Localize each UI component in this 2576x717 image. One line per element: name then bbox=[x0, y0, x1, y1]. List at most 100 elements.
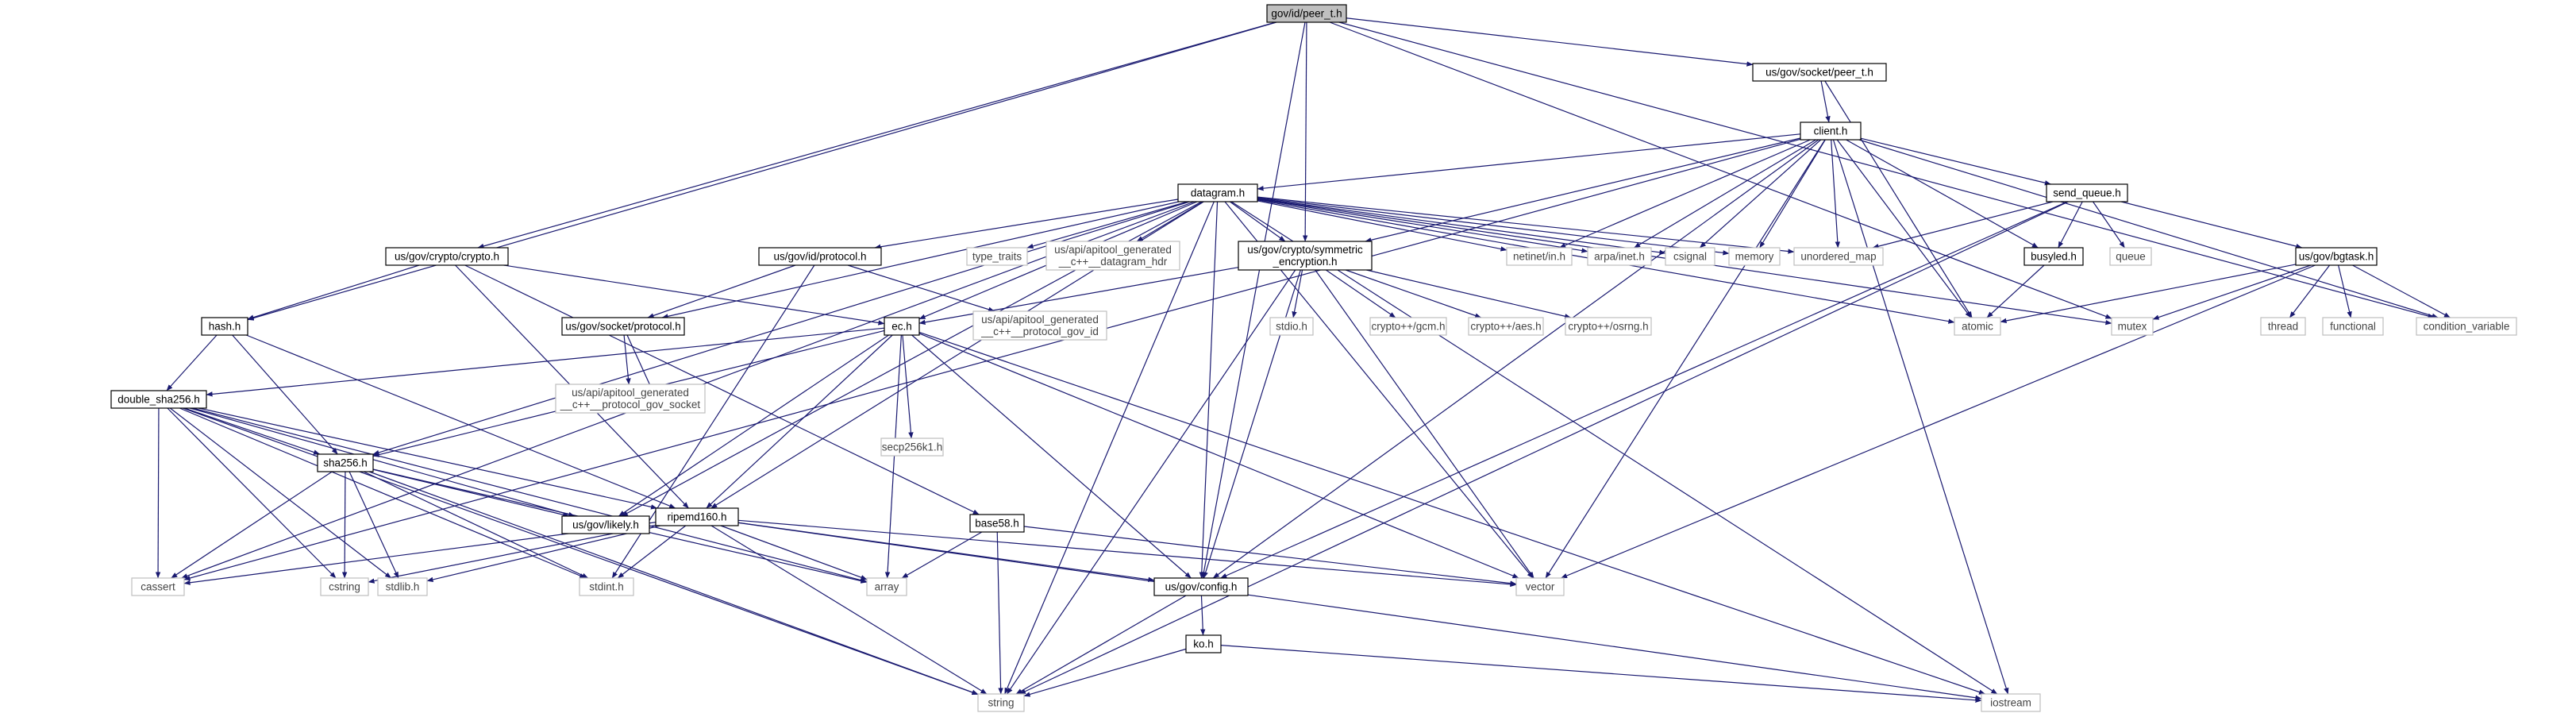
node-box bbox=[1665, 247, 1715, 266]
node-client[interactable]: client.h bbox=[1800, 121, 1862, 141]
node-cstring: cstring bbox=[320, 577, 369, 596]
edge-client-to-datagram bbox=[1257, 133, 1801, 191]
node-iostream: iostream bbox=[1981, 693, 2041, 712]
edge-ec-to-likely bbox=[618, 334, 889, 517]
node-thread: thread bbox=[2260, 317, 2306, 336]
node-box bbox=[320, 577, 369, 596]
edge-hash-to-ripemd bbox=[246, 334, 676, 509]
node-label: crypto++/gcm.h bbox=[1371, 321, 1445, 333]
node-label: client.h bbox=[1814, 125, 1848, 137]
node-ko[interactable]: ko.h bbox=[1185, 634, 1222, 653]
edge-base58-to-vector bbox=[1023, 526, 1517, 586]
node-crypto[interactable]: us/gov/crypto/crypto.h bbox=[385, 247, 509, 266]
edge-symenc-to-aes bbox=[1345, 269, 1482, 318]
node-label: type_traits bbox=[972, 251, 1022, 263]
node-box bbox=[377, 577, 428, 596]
node-label: _encryption.h bbox=[1272, 256, 1337, 268]
edge-crypto-to-ec bbox=[503, 264, 885, 326]
node-datagram[interactable]: datagram.h bbox=[1177, 183, 1258, 202]
node-ec[interactable]: ec.h bbox=[884, 317, 920, 336]
node-string: string bbox=[977, 693, 1025, 712]
node-send_queue[interactable]: send_queue.h bbox=[2046, 183, 2128, 202]
edge-client-to-iostream bbox=[1832, 139, 2009, 695]
node-box bbox=[2295, 247, 2378, 266]
node-label: us/gov/config.h bbox=[1165, 581, 1238, 593]
edge-double_sha-to-cassert bbox=[155, 407, 161, 579]
node-bgtask[interactable]: us/gov/bgtask.h bbox=[2295, 247, 2378, 266]
node-label: ko.h bbox=[1193, 638, 1214, 650]
edge-peer_t-to-mutex bbox=[1329, 21, 2112, 319]
edge-peer_t-to-crypto bbox=[477, 21, 1276, 249]
edge-base58-to-array bbox=[901, 531, 983, 579]
node-double_sha[interactable]: double_sha256.h bbox=[110, 390, 207, 409]
node-apitool_sock: us/api/apitool_generated__c++__protocol_… bbox=[555, 384, 706, 414]
node-box bbox=[1752, 63, 1887, 82]
node-osrng: crypto++/osrng.h bbox=[1565, 317, 1652, 336]
edge-client-to-symenc bbox=[1365, 137, 1801, 243]
edge-symenc-to-vector bbox=[1315, 269, 1534, 579]
edge-ripemd-to-iostream bbox=[737, 522, 1982, 700]
node-base58[interactable]: base58.h bbox=[969, 514, 1025, 533]
edge-datagram-to-csignal bbox=[1257, 198, 1666, 255]
node-box bbox=[1506, 247, 1573, 266]
node-csignal: csignal bbox=[1665, 247, 1715, 266]
edge-bgtask-to-thread bbox=[2289, 264, 2331, 318]
edge-peer_t-to-sock_peer bbox=[1346, 17, 1754, 67]
edge-sockproto-to-inttypes bbox=[626, 334, 653, 391]
node-vector: vector bbox=[1515, 577, 1565, 596]
node-box bbox=[1793, 247, 1884, 266]
node-hash[interactable]: hash.h bbox=[201, 317, 248, 336]
edge-peer_t-to-condvar bbox=[1338, 21, 2435, 319]
node-label: crypto++/aes.h bbox=[1470, 321, 1541, 333]
node-label: atomic bbox=[1962, 321, 1993, 333]
node-idproto[interactable]: us/gov/id/protocol.h bbox=[758, 247, 882, 266]
node-label: us/api/apitool_generated bbox=[572, 387, 689, 399]
edge-client-to-csignal bbox=[1699, 139, 1822, 249]
node-symenc[interactable]: us/gov/crypto/symmetric_encryption.h bbox=[1238, 241, 1373, 271]
node-sha256[interactable]: sha256.h bbox=[317, 453, 374, 472]
node-box bbox=[866, 577, 907, 596]
dependency-nodes: gov/id/peer_t.h us/gov/socket/peer_t.hcli… bbox=[110, 4, 2517, 712]
node-peer_t[interactable]: gov/id/peer_t.h bbox=[1266, 4, 1347, 23]
edge-ripemd-to-string bbox=[710, 525, 988, 695]
edge-double_sha-to-likely bbox=[190, 407, 576, 518]
node-box bbox=[1728, 247, 1781, 266]
node-busyled[interactable]: busyled.h bbox=[2023, 247, 2084, 266]
edge-ec-to-double_sha bbox=[206, 327, 885, 397]
node-label: __c++__datagram_hdr bbox=[1058, 256, 1168, 268]
edge-bgtask-to-mutex bbox=[2152, 264, 2312, 320]
node-sockproto[interactable]: us/gov/socket/protocol.h bbox=[561, 317, 685, 336]
node-apitool_dg: us/api/apitool_generated__c++__datagram_… bbox=[1045, 241, 1180, 271]
edge-client-to-busyled bbox=[1846, 139, 2039, 249]
node-box bbox=[1269, 317, 1314, 336]
edge-datagram-to-apitool_dg bbox=[1136, 201, 1203, 242]
node-box bbox=[880, 438, 944, 457]
node-label: us/gov/likely.h bbox=[572, 519, 639, 531]
node-box bbox=[2111, 317, 2154, 336]
node-cassert: cassert bbox=[131, 577, 185, 596]
node-label: ec.h bbox=[891, 321, 912, 333]
node-condvar: condition_variable bbox=[2416, 317, 2517, 336]
node-label: sha256.h bbox=[323, 457, 368, 469]
edge-sha256-to-cassert bbox=[171, 471, 333, 579]
edge-ripemd-to-stdint bbox=[617, 525, 687, 579]
node-box bbox=[579, 577, 634, 596]
node-box bbox=[1800, 121, 1862, 141]
node-likely[interactable]: us/gov/likely.h bbox=[561, 515, 650, 534]
node-sock_peer[interactable]: us/gov/socket/peer_t.h bbox=[1752, 63, 1887, 82]
node-config[interactable]: us/gov/config.h bbox=[1153, 577, 1249, 596]
node-stdlib: stdlib.h bbox=[377, 577, 428, 596]
node-box bbox=[1565, 317, 1652, 336]
edge-datagram-to-symenc bbox=[1229, 201, 1286, 242]
node-label: functional bbox=[2330, 321, 2376, 333]
node-label: us/gov/socket/peer_t.h bbox=[1765, 67, 1873, 79]
edge-double_sha-to-sha256 bbox=[184, 407, 321, 455]
node-array: array bbox=[866, 577, 907, 596]
node-label: thread bbox=[2268, 321, 2298, 333]
node-box bbox=[555, 384, 706, 414]
edge-ec-to-config bbox=[911, 334, 1192, 579]
node-box bbox=[1238, 241, 1373, 271]
edge-sha256-to-stdint bbox=[363, 471, 589, 579]
node-ripemd[interactable]: ripemd160.h bbox=[655, 507, 739, 526]
edge-base58-to-string bbox=[996, 531, 1003, 695]
